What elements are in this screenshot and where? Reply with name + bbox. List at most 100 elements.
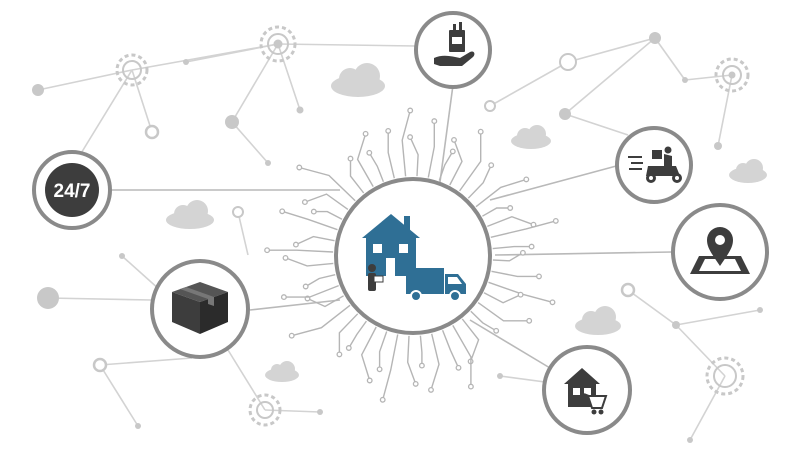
circuit-pad <box>549 299 556 306</box>
circuit-pad <box>301 199 308 206</box>
circuit-trace <box>419 335 423 366</box>
network-link <box>564 113 629 136</box>
network-node <box>559 53 577 71</box>
cloud-icon <box>575 306 621 335</box>
network-link <box>231 121 269 164</box>
cloud-icon <box>729 159 767 183</box>
circuit-trace <box>307 295 344 308</box>
network-link <box>231 43 279 123</box>
network-node <box>317 409 323 415</box>
circuit-trace <box>401 110 411 177</box>
network-link <box>131 69 153 133</box>
circuit-pad <box>451 136 457 143</box>
circuit-trace <box>441 330 460 369</box>
circuit-trace <box>459 131 482 192</box>
connector-line <box>249 299 341 311</box>
network-link <box>121 255 161 291</box>
network-node <box>119 253 125 259</box>
spoke-node-parcel <box>150 259 250 359</box>
circuit-traces <box>264 107 559 403</box>
network-link <box>79 69 133 156</box>
circuit-trace <box>491 270 539 278</box>
house-delivery-truck-icon <box>362 214 466 302</box>
gear-icon <box>115 53 149 87</box>
network-link <box>567 37 656 63</box>
network-node <box>232 206 244 218</box>
circuit-trace <box>291 304 351 337</box>
network-node <box>620 282 636 298</box>
circuit-trace <box>482 207 511 217</box>
background-nodes <box>32 32 763 443</box>
connector-line <box>469 319 551 369</box>
circuit-trace <box>382 334 399 400</box>
network-link <box>627 289 677 326</box>
circuit-trace <box>452 325 472 387</box>
clock-24-7-icon: 24/7 <box>45 163 99 217</box>
circuit-trace <box>477 302 530 322</box>
circuit-pad <box>292 241 299 248</box>
network-node <box>497 373 503 379</box>
circuit-pad <box>418 362 425 369</box>
circuit-pad <box>519 249 526 256</box>
cloud-icon <box>511 125 551 149</box>
circuit-pad <box>526 317 533 324</box>
network-link <box>654 37 686 81</box>
circuit-pad <box>345 345 352 351</box>
circuit-pad <box>288 332 295 339</box>
network-link <box>99 364 139 427</box>
circuit-trace <box>283 284 339 298</box>
circuit-pad <box>528 243 535 250</box>
circuit-pad <box>310 208 317 215</box>
circuit-trace <box>305 274 336 288</box>
spoke-node-scooter-delivery <box>615 126 693 204</box>
circuit-pad <box>523 176 530 183</box>
circuit-trace <box>430 333 440 391</box>
circuit-pad <box>412 380 419 387</box>
circuit-trace <box>360 326 377 381</box>
circuit-pad <box>385 127 392 134</box>
circuit-pad <box>279 208 286 215</box>
hand-holding-package-icon <box>434 22 475 66</box>
network-node <box>144 124 160 140</box>
cloud-icon <box>166 200 214 229</box>
circuit-pad <box>407 107 414 114</box>
cardboard-box-icon <box>172 282 228 334</box>
circuit-pad <box>493 327 500 334</box>
gear-icon <box>705 356 745 396</box>
network-node <box>135 423 141 429</box>
circuit-trace <box>281 210 338 231</box>
gear-icon <box>248 393 282 427</box>
network-node <box>37 287 59 309</box>
circuit-trace <box>427 121 435 178</box>
spoke-ring <box>615 126 693 204</box>
circuit-trace <box>483 292 521 304</box>
network-node <box>92 357 108 373</box>
circuit-trace <box>492 245 532 250</box>
network-node <box>265 160 271 166</box>
circuit-trace <box>356 133 374 187</box>
circuit-pad <box>379 396 386 403</box>
circuit-trace <box>409 136 419 177</box>
circuit-pad <box>366 377 373 384</box>
circuit-pad <box>407 134 414 141</box>
network-link <box>489 61 569 107</box>
circuit-trace <box>387 130 395 179</box>
network-node <box>32 84 44 96</box>
circuit-trace <box>285 257 334 267</box>
network-link <box>564 37 656 115</box>
circuit-trace <box>313 210 343 220</box>
circuit-pad <box>552 217 559 224</box>
circuit-trace <box>487 215 534 228</box>
network-link <box>684 74 733 81</box>
network-node <box>757 307 763 313</box>
circuit-trace <box>475 178 527 208</box>
circuit-pad <box>302 283 309 290</box>
gear-icon <box>259 25 297 63</box>
circuit-trace <box>299 166 356 202</box>
circuit-trace <box>461 318 480 362</box>
circuit-pad <box>517 291 524 298</box>
circuit-pad <box>280 294 287 301</box>
network-node <box>682 77 688 83</box>
